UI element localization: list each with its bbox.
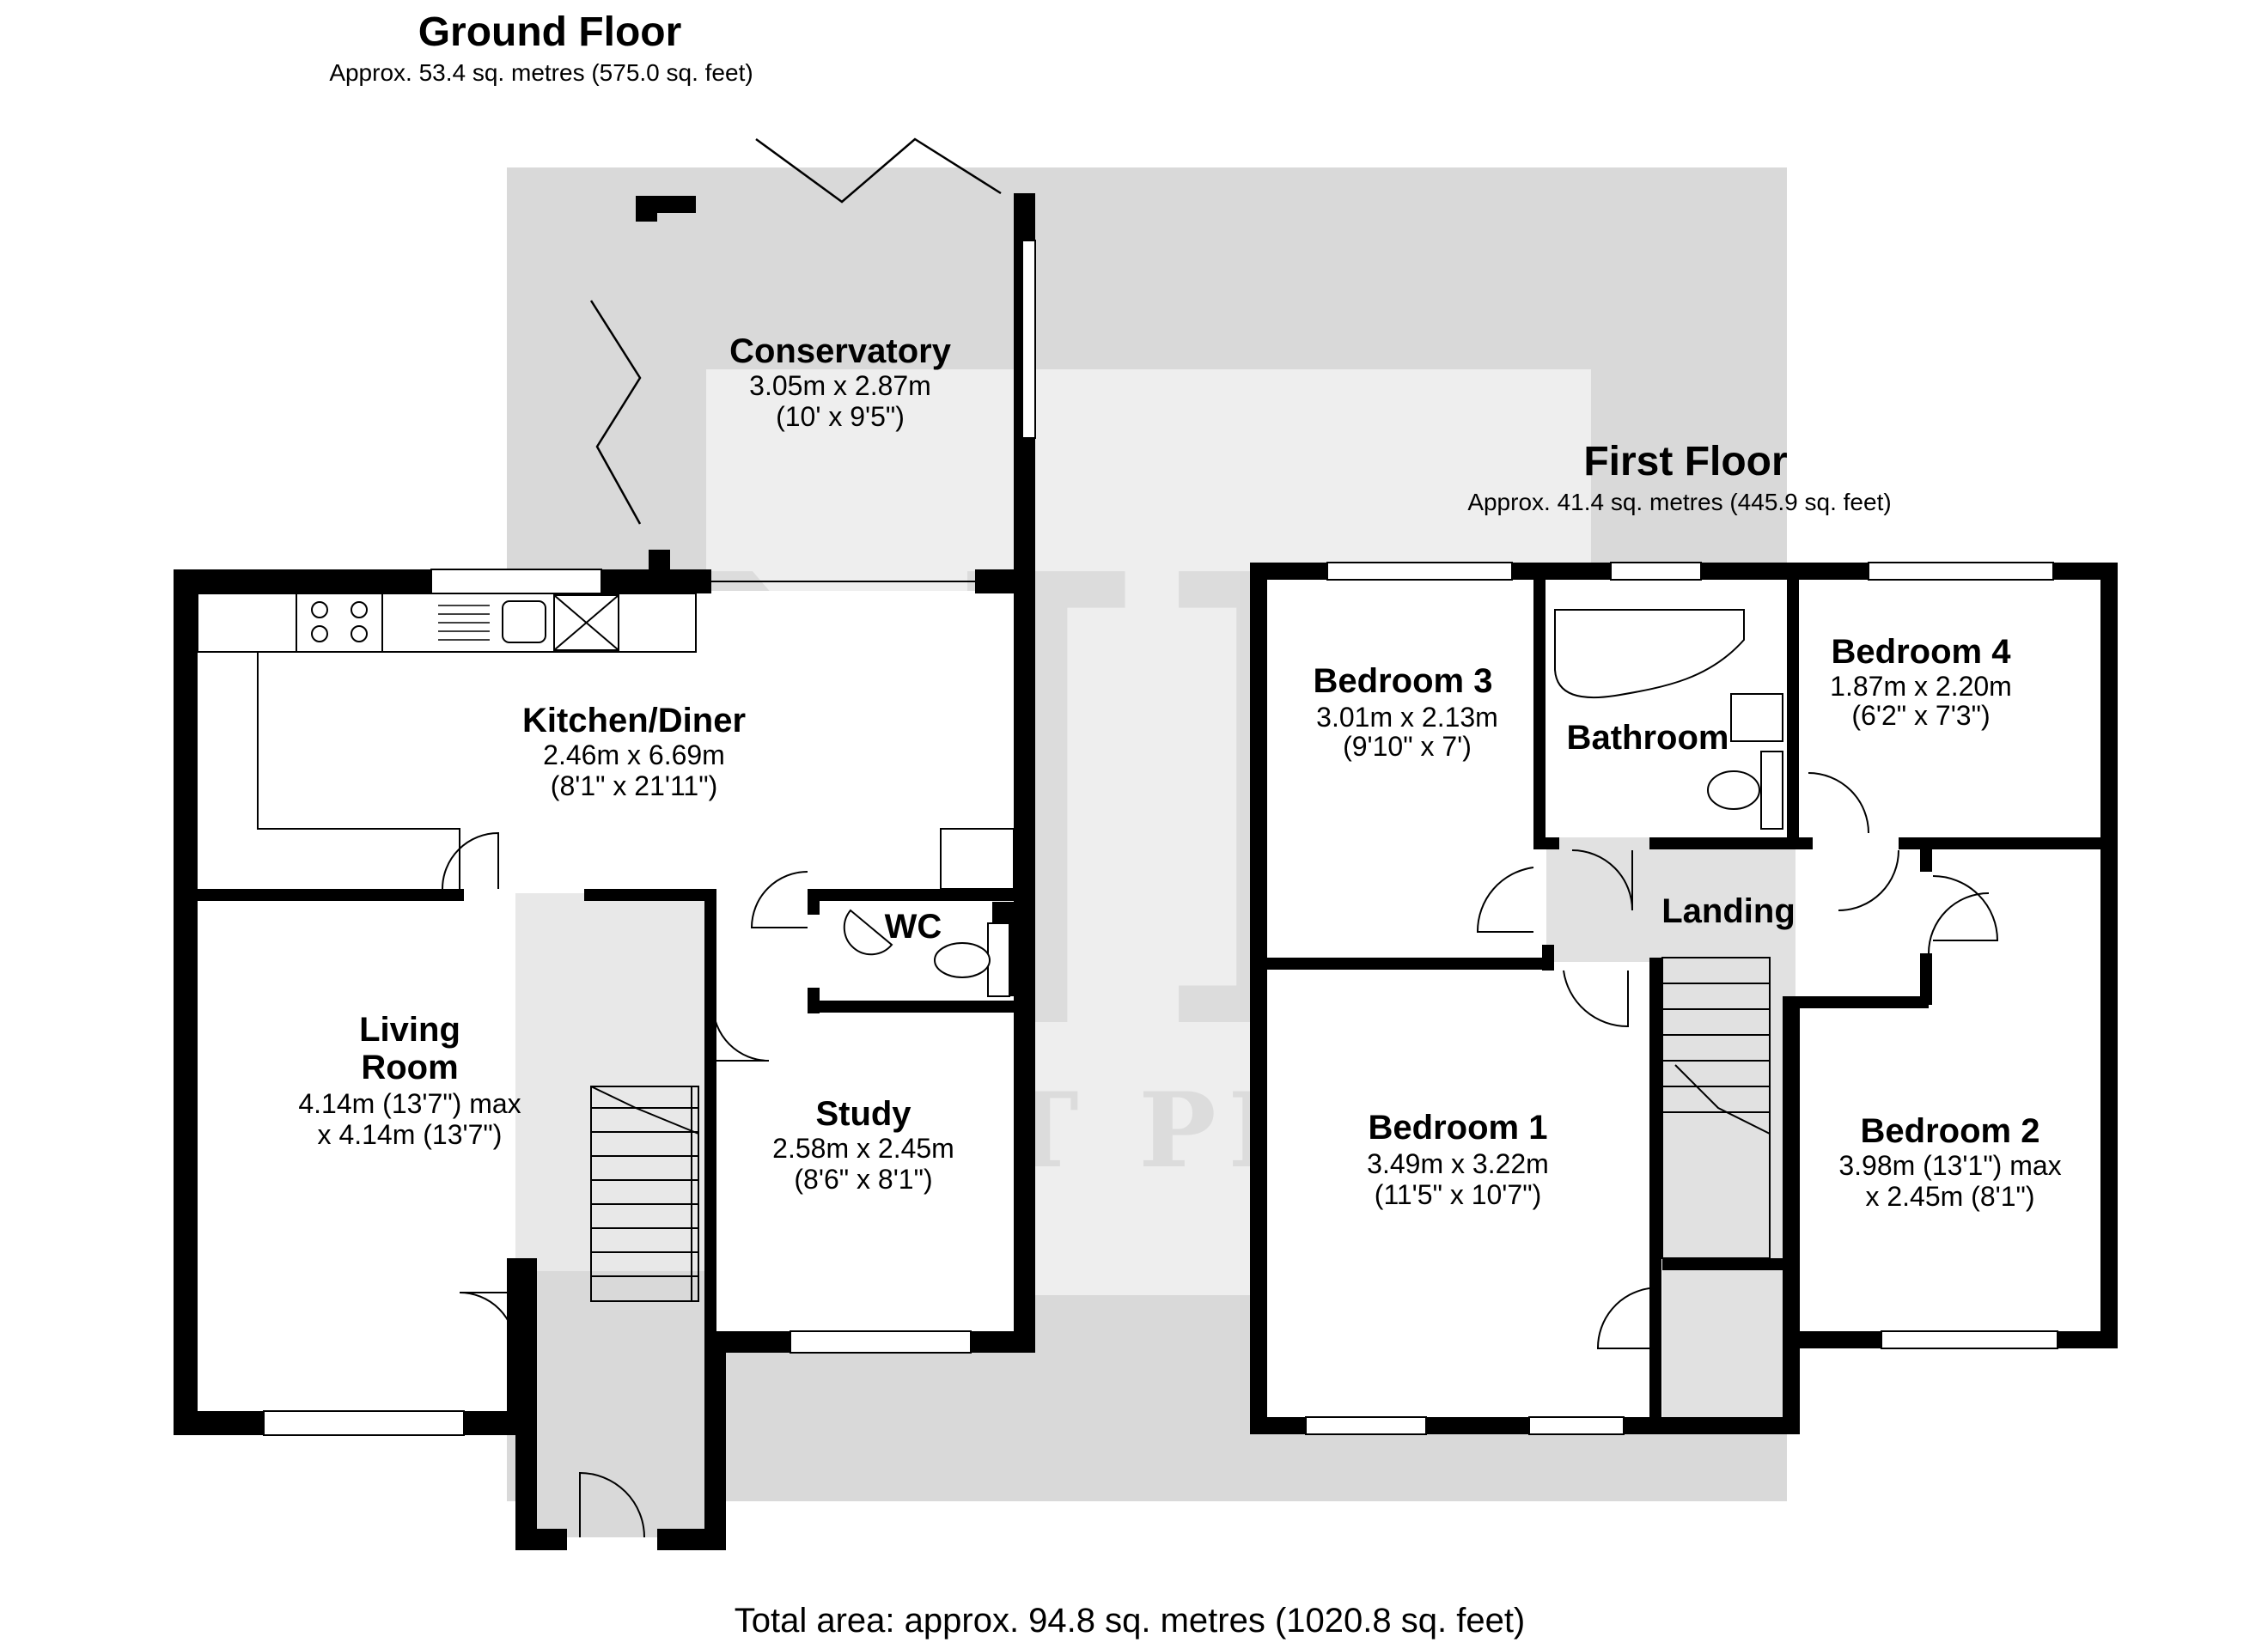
bedroom3-dim-m: 3.01m x 2.13m <box>1316 702 1498 733</box>
ground-windows <box>263 240 1036 1436</box>
landing-name: Landing <box>1661 892 1796 930</box>
ground-floor-area: Approx. 53.4 sq. metres (575.0 sq. feet) <box>329 59 753 86</box>
kitchen-dim-ft: (8'1" x 21'11") <box>550 770 718 801</box>
bifold-doors <box>589 137 1002 525</box>
living-name-line1: Living <box>359 1011 460 1049</box>
living-dim-ft: x 4.14m (13'7") <box>317 1119 503 1150</box>
bedroom3-name: Bedroom 3 <box>1313 662 1493 700</box>
bedroom3-dim-ft: (9'10" x 7') <box>1343 731 1472 762</box>
first-doors <box>1476 772 1999 1349</box>
bedroom4-dim-m: 1.87m x 2.20m <box>1830 671 2012 702</box>
kitchen-dim-m: 2.46m x 6.69m <box>543 739 725 770</box>
wc-name: WC <box>884 908 942 946</box>
ground-interior-walls <box>198 889 1014 1340</box>
kitchen-name: Kitchen/Diner <box>521 702 747 739</box>
first-stairs <box>1661 957 1771 1259</box>
hob-icon <box>296 593 383 653</box>
first-floor-plan <box>1250 562 2118 1435</box>
first-walls <box>1250 563 2118 1434</box>
sink-icon <box>502 600 546 643</box>
study-dim-m: 2.58m x 2.45m <box>772 1133 954 1164</box>
drainer-lines <box>438 605 490 641</box>
landing-floor-ground <box>515 893 704 1271</box>
first-floor-area: Approx. 41.4 sq. metres (445.9 sq. feet) <box>1467 489 1892 515</box>
bedroom1-name: Bedroom 1 <box>1368 1109 1548 1147</box>
bedroom2-dim-ft: x 2.45m (8'1") <box>1865 1181 2035 1212</box>
bedroom1-dim-ft: (11'5" x 10'7") <box>1374 1179 1542 1210</box>
study-name: Study <box>815 1095 911 1133</box>
conservatory-dim-ft: (10' x 9'5") <box>776 401 905 432</box>
ground-floor-plan <box>174 137 1036 1550</box>
first-windows <box>1305 562 2058 1435</box>
first-floor-title: First Floor <box>1583 439 1788 484</box>
bathroom-name: Bathroom <box>1566 719 1729 757</box>
kitchen-units <box>197 593 1015 890</box>
ground-walls <box>174 193 1035 1550</box>
conservatory-name: Conservatory <box>729 332 951 370</box>
living-name-line2: Room <box>361 1049 459 1086</box>
bedroom1-dim-m: 3.49m x 3.22m <box>1367 1148 1549 1179</box>
total-area: Total area: approx. 94.8 sq. metres (102… <box>734 1602 1526 1640</box>
bathroom-fixtures <box>1554 609 1783 830</box>
bedroom2-dim-m: 3.98m (13'1") max <box>1838 1150 2062 1181</box>
wc-fixtures <box>843 909 1010 997</box>
living-dim-m: 4.14m (13'7") max <box>298 1088 521 1119</box>
ground-stairs <box>590 1086 699 1302</box>
bedroom4-name: Bedroom 4 <box>1831 633 2011 671</box>
bedroom4-dim-ft: (6'2" x 7'3") <box>1851 700 1991 731</box>
study-dim-ft: (8'6" x 8'1") <box>794 1164 933 1195</box>
appliance-icon <box>553 594 619 651</box>
ground-floor-title: Ground Floor <box>418 9 682 55</box>
ground-doors <box>442 831 808 1538</box>
bedroom2-name: Bedroom 2 <box>1860 1112 2040 1150</box>
hall-floor <box>515 1271 704 1537</box>
first-interior-walls <box>1267 580 2113 1421</box>
conservatory-dim-m: 3.05m x 2.87m <box>749 370 931 401</box>
